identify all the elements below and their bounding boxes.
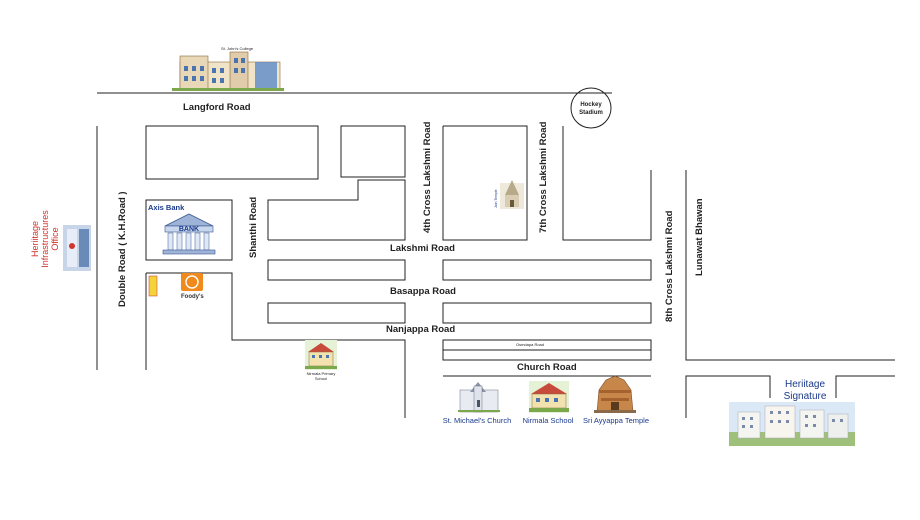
block-6 — [267, 259, 406, 281]
4th-cross-road-label: 4th Cross Lakshmi Road — [422, 121, 433, 233]
block-12 — [685, 375, 771, 418]
8th-cross-road-label: 8th Cross Lakshmi Road — [664, 210, 675, 322]
shanthi-road-label: Shanthi Road — [248, 197, 259, 258]
church-road-label: Church Road — [517, 362, 577, 373]
college-building-icon — [172, 51, 284, 91]
lakshmi-road-label: Lakshmi Road — [390, 243, 455, 254]
primary-school-icon — [305, 340, 337, 370]
block-9 — [442, 302, 652, 324]
block-8 — [267, 302, 406, 324]
double-road-label: Double Road ( K.H.Road ) — [117, 191, 128, 307]
road-lines — [96, 87, 895, 418]
bank-icon — [162, 213, 216, 255]
sri-ayyappa-temple-label: Sri Ayyappa Temple — [583, 416, 649, 425]
heritage-office-label-3: Office — [50, 227, 60, 250]
heritage-office-building-icon — [63, 225, 91, 271]
jain-temple-label: Jain Temple — [494, 189, 498, 208]
temple-icon — [594, 375, 636, 413]
nirmala-primary-label-2: School — [315, 376, 327, 381]
7th-cross-road-label: 7th Cross Lakshmi Road — [538, 121, 549, 233]
st-johns-college-label: St. John's College — [221, 46, 254, 51]
heritage-signature-label-1: Heriitage — [785, 379, 825, 390]
foodys-label: Foody's — [181, 294, 204, 300]
church-icon — [458, 382, 500, 413]
hockey-stadium-circle — [570, 87, 612, 129]
st-michaels-church-label: St. Michael's Church — [443, 416, 512, 425]
langford-road-label: Langford Road — [183, 102, 251, 113]
school-icon — [529, 381, 569, 413]
jain-temple-icon — [500, 180, 524, 209]
axis-bank-label: Axis Bank — [148, 203, 185, 212]
axis-bank-block — [145, 199, 233, 261]
hockey-stadium-label-2: Stadium — [579, 110, 603, 116]
block-11 — [685, 170, 895, 361]
block-7 — [442, 259, 652, 281]
nirmala-primary-label-1: Nirmala Primary — [307, 371, 336, 376]
basappa-road-label: Basappa Road — [390, 286, 456, 297]
foodys-logo-icon — [148, 273, 203, 297]
nanjappa-road-label: Nanjappa Road — [386, 324, 455, 335]
lunawat-bhawan-label: Lunawat Bhawan — [694, 198, 705, 276]
block-1 — [145, 125, 319, 180]
bank-sign-text: BANK — [179, 226, 199, 233]
nirmala-school-label: Nirmala School — [523, 416, 574, 425]
nanjappa-corner — [146, 272, 406, 418]
block-4 — [442, 125, 528, 241]
heritage-office-label-2: Infrastructures — [40, 210, 50, 268]
block-2 — [340, 125, 406, 178]
heritage-signature-label-2: Signature — [784, 391, 827, 402]
hockey-stadium-label-1: Hockey — [580, 102, 602, 108]
block-5 — [562, 126, 652, 241]
heritage-office-label-1: Heriitage — [30, 221, 40, 257]
block-13 — [835, 375, 895, 398]
block-3 — [267, 179, 406, 241]
osmdapa-road-label: Osmdapa Road — [516, 342, 544, 347]
heritage-signature-building-icon — [729, 402, 855, 446]
